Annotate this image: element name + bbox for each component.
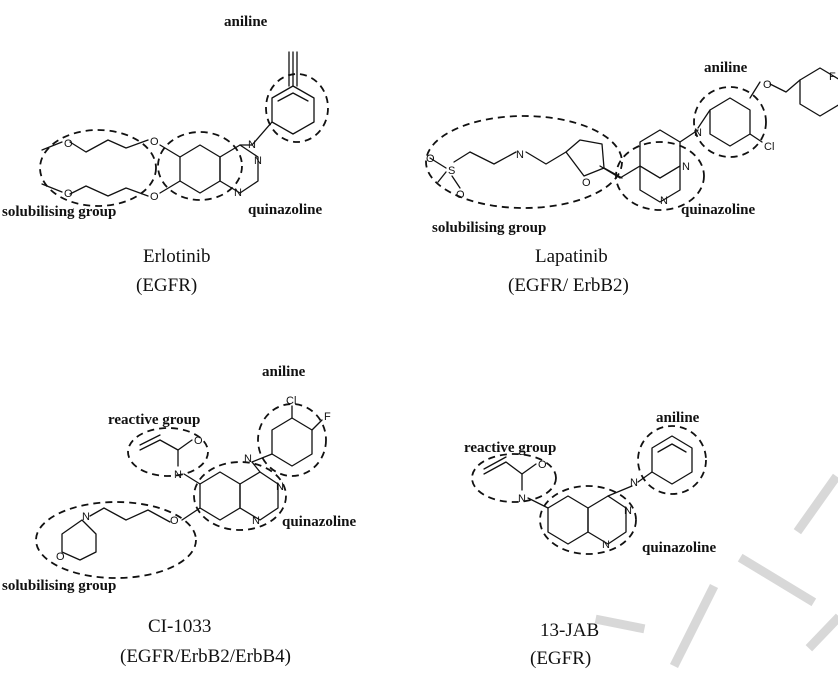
ci1033-reactive-label: reactive group	[108, 412, 200, 428]
ci1033-target: (EGFR/ErbB2/ErbB4)	[120, 646, 291, 667]
lapatinib-atom-o-s1: O	[426, 153, 435, 165]
lapatinib-atom-o-ether: O	[763, 79, 772, 91]
lapatinib-quinazoline-region	[615, 141, 705, 211]
jab13-name: 13-JAB	[540, 620, 599, 641]
lapatinib-atom-n-ring2: N	[660, 195, 668, 207]
erlotinib-atom-n-link: N	[248, 139, 256, 151]
lapatinib-atom-s: S	[448, 165, 455, 177]
erlotinib-aniline-label: aniline	[224, 14, 268, 30]
ci1033-atom-cl: Cl	[286, 395, 296, 407]
ci1033-structure: Cl F O N N N N N O O aniline reactive gr…	[2, 364, 357, 667]
jab13-reactive-label: reactive group	[464, 440, 556, 456]
lapatinib-atom-n-link: N	[694, 127, 702, 139]
erlotinib-atom-n-ring2: N	[234, 187, 242, 199]
erlotinib-structure: N O O O O N N aniline quinazoline solubi…	[2, 14, 329, 296]
jab13-quinazoline-label: quinazoline	[642, 540, 717, 556]
ci1033-aniline-region	[257, 403, 327, 477]
erlotinib-atom-o4: O	[64, 188, 73, 200]
lapatinib-name: Lapatinib	[535, 246, 608, 267]
ci1033-solubilising-region	[35, 501, 197, 579]
erlotinib-name: Erlotinib	[143, 246, 211, 267]
lapatinib-structure: S O O N O N N N O Cl F aniline quinazoli…	[425, 60, 838, 296]
jab13-aniline-region	[637, 425, 707, 495]
jab13-target: (EGFR)	[530, 648, 591, 669]
lapatinib-aniline-label: aniline	[704, 60, 748, 76]
ci1033-aniline-label: aniline	[262, 364, 306, 380]
jab13-quinazoline-region	[539, 485, 637, 555]
ci1033-atom-n-ring2: N	[252, 515, 260, 527]
ci1033-name: CI-1033	[148, 616, 211, 637]
lapatinib-quinazoline-label: quinazoline	[681, 202, 756, 218]
ci1033-reactive-region	[127, 427, 209, 477]
lapatinib-atom-o-s2: O	[456, 189, 465, 201]
ci1033-atom-o-amide: O	[194, 435, 203, 447]
lapatinib-atom-n-amine: N	[516, 149, 524, 161]
lapatinib-atom-o-furan: O	[582, 177, 591, 189]
ci1033-solubilising-label: solubilising group	[2, 578, 116, 594]
lapatinib-atom-cl: Cl	[764, 141, 774, 153]
ci1033-atom-n-ring1: N	[276, 481, 284, 493]
jab13-structure: O N N N N aniline reactive group quinazo…	[464, 410, 717, 669]
lapatinib-atom-n-ring1: N	[682, 161, 690, 173]
ci1033-atom-n-link: N	[244, 453, 252, 465]
erlotinib-aniline-region	[265, 73, 329, 143]
lapatinib-atom-f: F	[829, 71, 836, 83]
ci1033-quinazoline-label: quinazoline	[282, 514, 357, 530]
erlotinib-atom-o3: O	[64, 138, 73, 150]
ci1033-atom-n-morph: N	[82, 511, 90, 523]
lapatinib-solubilising-label: solubilising group	[432, 220, 546, 236]
jab13-reactive-region	[471, 453, 557, 503]
ci1033-quinazoline-region	[193, 461, 287, 531]
erlotinib-target: (EGFR)	[136, 275, 197, 296]
jab13-atom-n-link: N	[630, 477, 638, 489]
ci1033-atom-o-ether: O	[170, 515, 179, 527]
jab13-atom-n-ring1: N	[624, 505, 632, 517]
ci1033-atom-f: F	[324, 411, 331, 423]
erlotinib-solubilising-region	[39, 129, 157, 207]
erlotinib-quinazoline-region	[157, 131, 243, 201]
jab13-atom-n-ring2: N	[602, 539, 610, 551]
erlotinib-quinazoline-label: quinazoline	[248, 202, 323, 218]
watermark	[594, 473, 838, 669]
lapatinib-solubilising-region	[425, 115, 623, 209]
lapatinib-target: (EGFR/ ErbB2)	[508, 275, 629, 296]
lapatinib-aniline-region	[693, 86, 767, 158]
jab13-aniline-label: aniline	[656, 410, 700, 426]
jab13-atom-o-amide: O	[538, 459, 547, 471]
jab13-atom-n-amide: N	[518, 493, 526, 505]
erlotinib-atom-n-ring1: N	[254, 155, 262, 167]
erlotinib-atom-o1: O	[150, 136, 159, 148]
erlotinib-atom-o2: O	[150, 191, 159, 203]
ci1033-atom-o-morph: O	[56, 551, 65, 563]
erlotinib-solubilising-label: solubilising group	[2, 204, 116, 220]
